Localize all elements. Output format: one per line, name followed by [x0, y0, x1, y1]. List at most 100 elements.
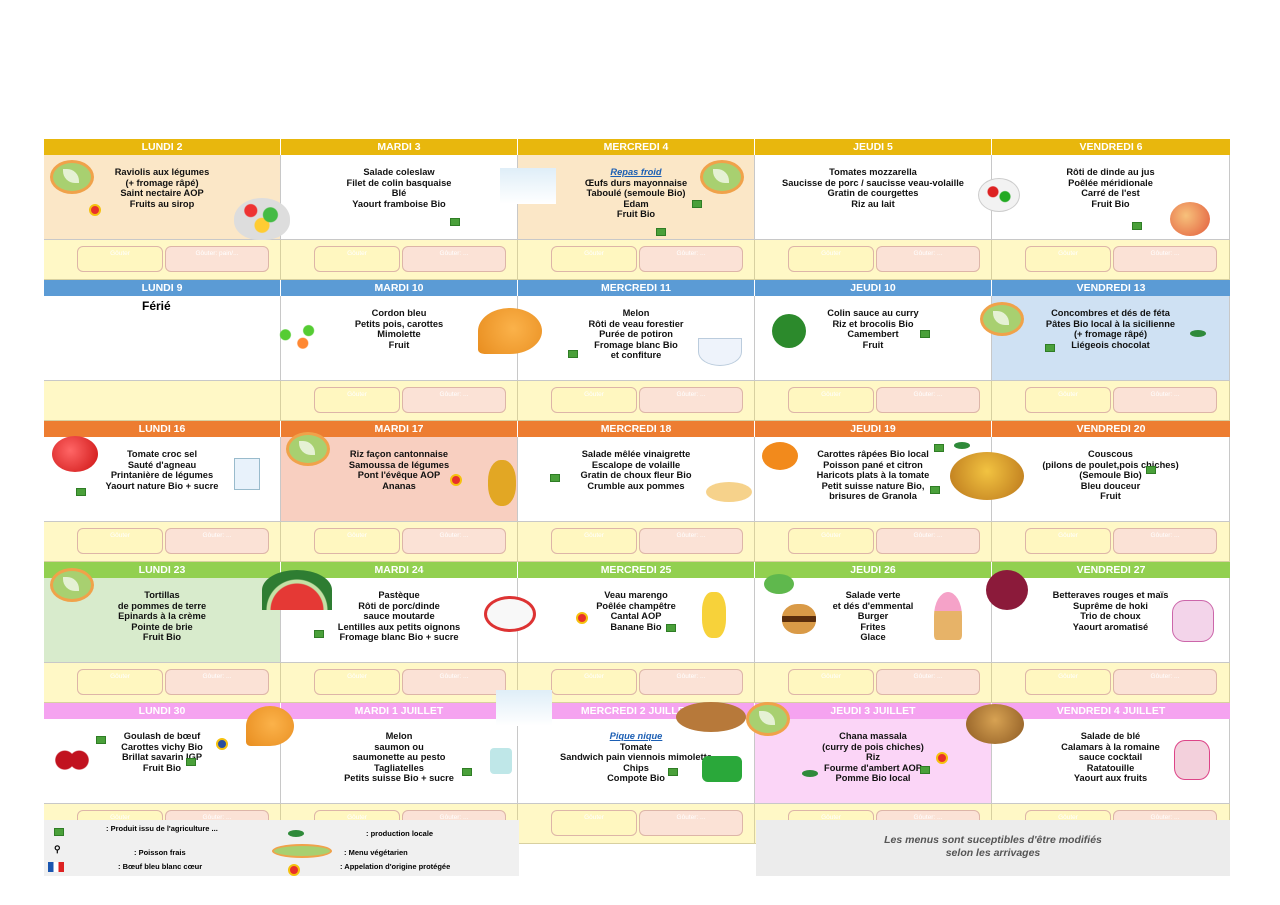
menu-item: brisures de Granola — [829, 491, 917, 502]
meal-type-label: Repas froid — [610, 167, 662, 177]
menu-item: Riz et brocolis Bio — [832, 318, 914, 329]
tomato-image — [52, 436, 98, 472]
snack-pill-primary: Gôuter — [551, 387, 637, 413]
legend-fish: : Poisson frais — [134, 848, 186, 857]
organic-icon — [54, 828, 64, 836]
menu-item: Bleu douceur — [1080, 480, 1141, 491]
menu-item: Haricots plats à la tomate — [816, 470, 930, 481]
day-header: LUNDI 16 — [44, 421, 281, 437]
menu-item: Camembert — [847, 329, 899, 340]
day-header: JEUDI 3 JUILLET — [755, 703, 992, 719]
snack-pill-primary: Gôuter — [1025, 669, 1111, 695]
organic-icon — [1045, 344, 1055, 352]
menu-item: Saint nectaire AOP — [120, 188, 204, 199]
snack-pill-secondary: Gôuter: ... — [639, 387, 743, 413]
day-header: VENDREDI 20 — [992, 421, 1230, 437]
menu-item: et confiture — [610, 350, 662, 361]
snack-pill-secondary: Gôuter: ... — [402, 246, 506, 272]
menu-item: Couscous — [1088, 449, 1133, 459]
menu-item: Pont l'évêque AOP — [357, 470, 441, 481]
organic-icon — [656, 228, 666, 236]
snack-pill-secondary: Gôuter: pain/... — [165, 246, 269, 272]
disclaimer-note: Les menus sont suceptibles d'être modifi… — [756, 820, 1230, 876]
beetroot-image — [986, 570, 1028, 610]
menu-item: Betteraves rouges et maïs — [1052, 590, 1169, 600]
organic-icon — [920, 330, 930, 338]
menu-item: saumonette au pesto — [352, 752, 446, 763]
menu-item: Fruit Bio — [1091, 198, 1130, 209]
menu-items: Raviolis aux légumes(+ fromage râpé)Sain… — [44, 167, 280, 209]
vegetarian-icon — [286, 432, 330, 466]
menu-item: Frites — [860, 621, 886, 632]
local-production-icon — [802, 770, 818, 777]
menu-item: Chips — [623, 762, 649, 773]
legend-agri: : Produit issu de l'agriculture ... — [106, 824, 218, 833]
menu-item: Blé — [391, 188, 407, 199]
day-header: JEUDI 5 — [755, 139, 992, 155]
menu-item: Lentilles aux petits oignons — [337, 621, 461, 632]
menu-item: Rôti de porc/dinde — [358, 600, 440, 611]
menu-item: Sandwich pain viennois mimolette — [560, 752, 712, 763]
day-header: MARDI 17 — [281, 421, 518, 437]
day-menu-cell: Couscous(pilons de poulet,pois chiches)(… — [992, 437, 1230, 522]
menu-item: Riz façon cantonnaise — [349, 449, 449, 459]
menu-item: Glace — [860, 632, 886, 643]
tomato-salad-image — [978, 178, 1020, 212]
organic-icon — [568, 350, 578, 358]
day-header: MERCREDI 4 — [518, 139, 755, 155]
snack-pill-primary: Gôuter — [788, 669, 874, 695]
day-header: MARDI 10 — [281, 280, 518, 296]
menu-item: Pointe de brie — [131, 621, 193, 632]
menu-item: Yaourt aux fruits — [1073, 773, 1148, 784]
day-header: JEUDI 10 — [755, 280, 992, 296]
day-header: VENDREDI 13 — [992, 280, 1230, 296]
organic-icon — [450, 218, 460, 226]
aop-icon — [576, 612, 588, 624]
menu-item: et dés d'emmental — [832, 600, 914, 611]
menu-item: Printanière de légumes — [110, 470, 214, 481]
day-header: MARDI 24 — [281, 562, 518, 578]
menu-item: Rôti de dinde au jus — [1066, 167, 1155, 177]
menu-item: Rôti de veau forestier — [588, 318, 684, 329]
menu-item: Poisson pané et citron — [823, 459, 923, 470]
day-header: MERCREDI 25 — [518, 562, 755, 578]
organic-icon — [668, 768, 678, 776]
menu-item: Fruit Bio — [142, 762, 182, 773]
menu-item: Pâtes Bio local à la sicilienne — [1045, 318, 1176, 329]
aop-icon — [450, 474, 462, 486]
day-header: LUNDI 9 — [44, 280, 281, 296]
snack-pill-secondary: Gôuter: ... — [1113, 528, 1217, 554]
couscous-image — [950, 452, 1024, 500]
menu-item: Petits pois, carottes — [354, 318, 444, 329]
holiday-label: Férié — [142, 299, 171, 313]
snack-pill-primary: Gôuter — [314, 246, 400, 272]
menu-item: Mimolette — [377, 329, 421, 340]
day-menu-cell: Férié — [44, 296, 281, 381]
snack-pill-primary: Gôuter — [788, 528, 874, 554]
snack-pill-primary: Gôuter — [77, 528, 163, 554]
snack-pill-primary: Gôuter — [551, 810, 637, 836]
menu-item: Salade coleslaw — [363, 167, 435, 177]
menu-item: Riz — [866, 752, 880, 763]
menu-item: Tomate croc sel — [126, 449, 198, 459]
yogurt-image — [1174, 740, 1210, 780]
ice-cream-image — [934, 592, 962, 640]
menu-item: Yaourt framboise Bio — [352, 198, 446, 209]
menu-item: Concombres et dés de féta — [1051, 308, 1170, 318]
menu-item: Crumble aux pommes — [587, 480, 685, 491]
snack-pill-primary: Gôuter — [551, 246, 637, 272]
